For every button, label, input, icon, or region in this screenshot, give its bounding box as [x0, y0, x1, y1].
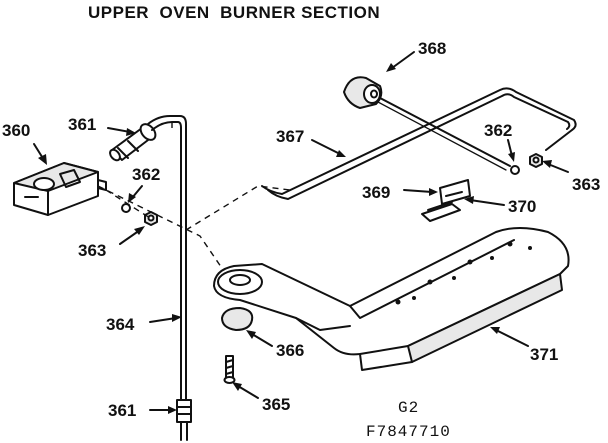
callout-363-right: 363	[572, 175, 600, 194]
callout-364: 364	[106, 315, 135, 334]
callout-362-right: 362	[484, 121, 512, 140]
burner-ports	[395, 241, 532, 305]
callout-366: 366	[276, 341, 304, 360]
part-number: F7847710	[366, 423, 451, 441]
part-362-ferrule-right	[510, 165, 520, 175]
part-367-gas-tube	[261, 87, 577, 200]
leader-arrows	[33, 51, 569, 414]
part-363-nut-left	[144, 211, 158, 226]
part-368-igniter	[343, 76, 511, 171]
part-363-nut-right	[529, 153, 543, 168]
callout-369: 369	[362, 183, 390, 202]
diagram-title: UPPER OVEN BURNER SECTION	[88, 3, 380, 22]
callout-365: 365	[262, 395, 290, 414]
callout-368: 368	[418, 39, 446, 58]
part-370-clip	[421, 201, 461, 222]
part-360-valve	[13, 162, 107, 216]
part-366-shutter	[221, 307, 254, 331]
part-361-fitting-top	[109, 123, 157, 162]
callout-363-left: 363	[78, 241, 106, 260]
section-code: G2	[398, 399, 419, 417]
part-369-bracket	[439, 179, 471, 205]
callout-361-top: 361	[68, 115, 96, 134]
callout-367: 367	[276, 127, 304, 146]
part-365-screw	[223, 355, 236, 384]
callout-361-bottom: 361	[108, 401, 136, 420]
callout-370: 370	[508, 197, 536, 216]
part-371-burner	[213, 227, 570, 371]
part-362-ferrule-left	[121, 203, 131, 213]
part-364-tubing	[147, 115, 187, 401]
callout-371: 371	[530, 345, 558, 364]
part-361-fitting-bottom	[176, 399, 192, 441]
callout-362-left: 362	[132, 165, 160, 184]
callout-360: 360	[2, 121, 30, 140]
